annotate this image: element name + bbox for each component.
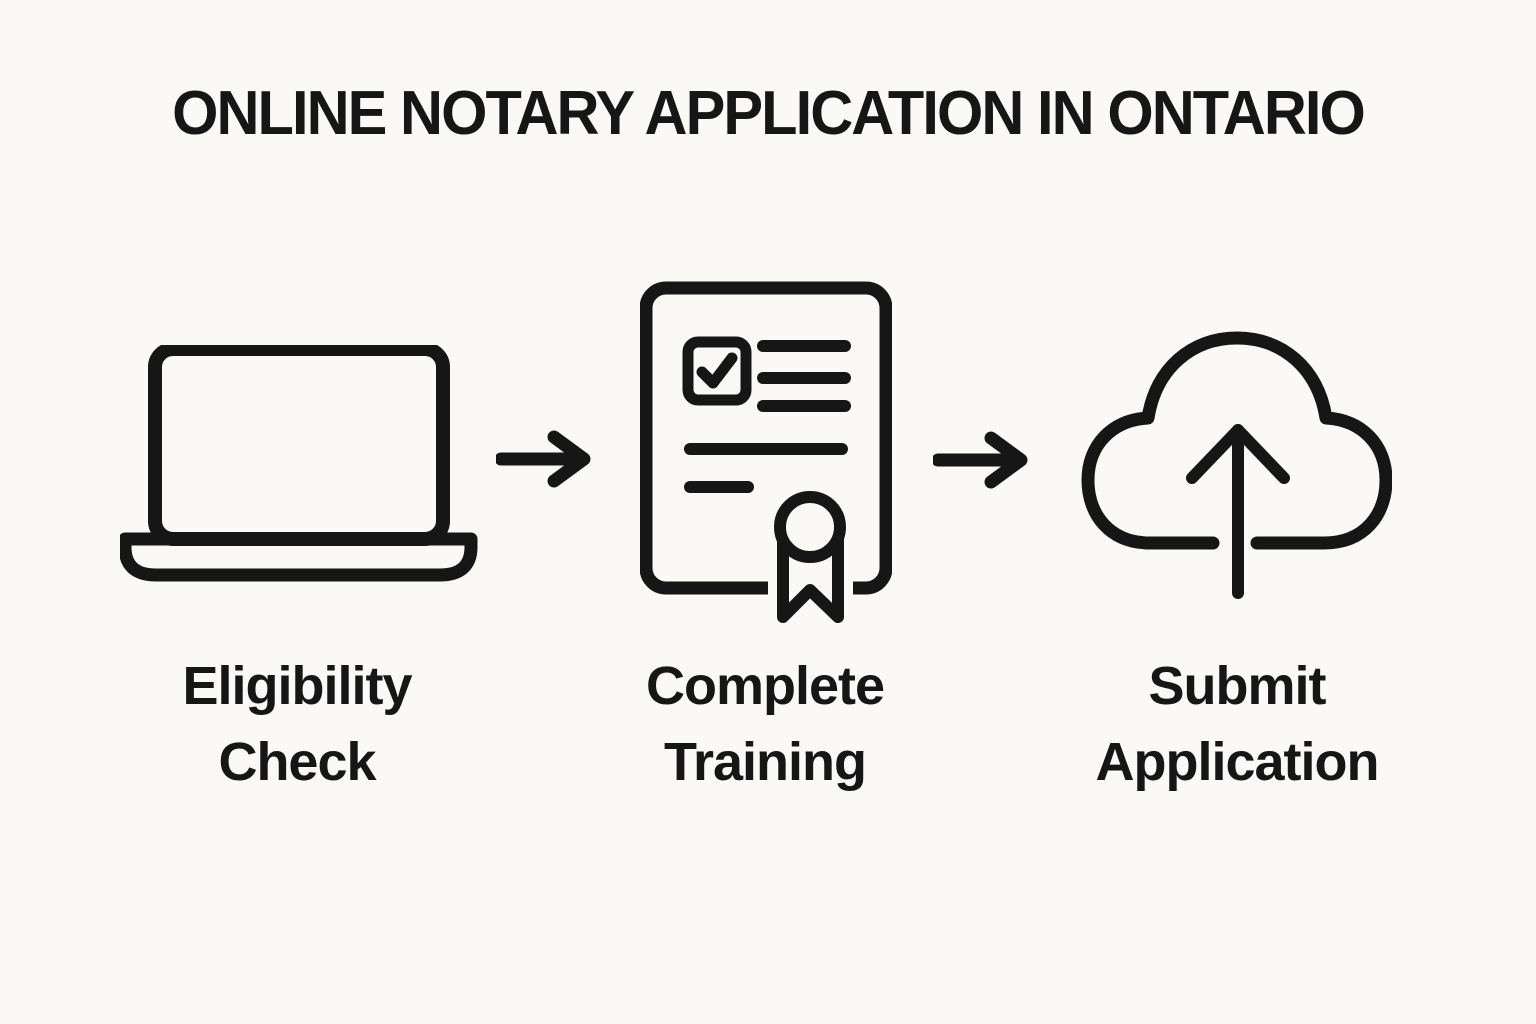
- certificate-document-icon: [640, 281, 892, 632]
- page-title: ONLINE NOTARY APPLICATION IN ONTARIO: [172, 79, 1366, 148]
- cloud-upload-icon: [1081, 331, 1392, 599]
- laptop-icon: [120, 345, 478, 582]
- step-label-complete-training: Complete Training: [645, 656, 885, 792]
- arrow-right-icon: [933, 431, 1028, 489]
- step-label-eligibility-check: Eligibility Check: [182, 656, 412, 792]
- step-label-submit-application: Submit Application: [1095, 656, 1380, 792]
- arrow-right-icon: [496, 430, 591, 488]
